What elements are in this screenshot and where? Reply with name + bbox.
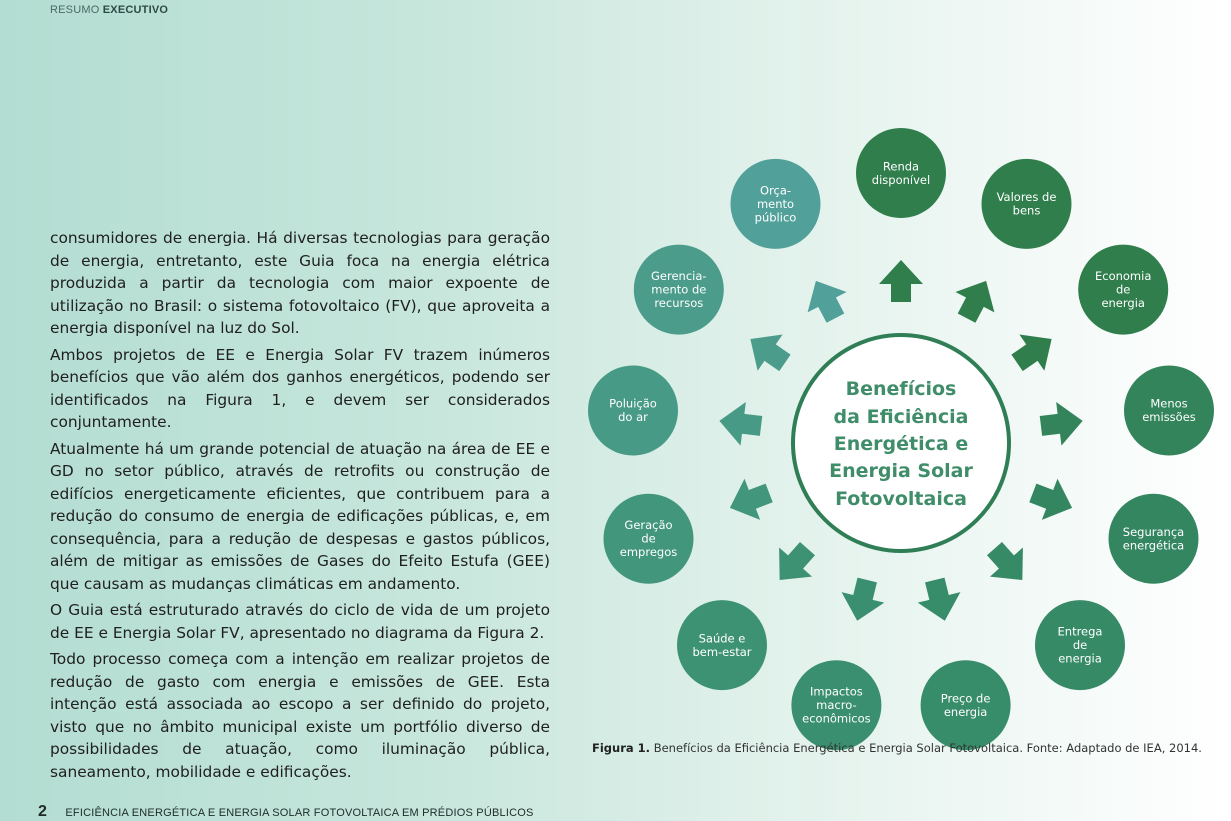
benefit-label-line: Entrega [1058,625,1103,639]
benefit-circle [677,600,767,691]
benefit-label-line: emissões [1142,410,1196,424]
benefit-label-line: bens [1013,204,1041,218]
benefit-label-line: Preço de [941,691,991,705]
benefit-label-line: Impactos [810,685,863,699]
page-footer: 2 EFICIÊNCIA ENERGÉTICA E ENERGIA SOLAR … [38,803,534,821]
center-title-line-2: da Eficiência [834,406,969,428]
caption-text: Benefícios da Eficiência Energética e En… [653,741,1202,755]
footer-title: EFICIÊNCIA ENERGÉTICA E ENERGIA SOLAR FO… [65,807,534,819]
arrow-5 [987,541,1023,581]
arrow-7 [841,577,885,621]
benefit-label-line: energia [1101,296,1145,310]
benefit-circle [603,493,694,584]
benefit-circle [730,158,821,249]
benefit-label-line: Poluição [609,397,657,411]
arrow-6 [917,577,961,621]
arrow-8 [779,541,815,581]
arrow-4 [1029,478,1073,520]
benefit-label-line: mento de [651,283,706,297]
benefit-label-line: Saúde e [699,631,746,645]
benefit-label-line: Valores de [997,190,1057,204]
header-title: EXECUTIVO [102,4,169,16]
benefit-circle [1078,244,1169,335]
benefit-label-line: Gerencia- [651,269,707,283]
paragraph-3: Atualmente há um grande potencial de atu… [50,439,550,593]
benefit-label-line: de [1073,638,1087,652]
benefit-label-line: Geração [624,518,672,532]
arrows-layer [719,260,1083,621]
benefit-label-line: mento [757,197,794,211]
running-header: RESUMO EXECUTIVO [50,4,168,16]
benefit-label-line: recursos [654,296,703,310]
benefit-label-line: Economia [1095,269,1151,283]
benefit-label-line: energia [1058,652,1102,666]
paragraph-2: Ambos projetos de EE e Energia Solar FV … [50,345,550,432]
paragraph-4: O Guia está estruturado através do ciclo… [50,601,550,642]
center-title-line-3: Energética e [834,433,968,455]
caption-label: Figura 1. [592,741,651,755]
arrow-2 [1011,334,1052,372]
benefit-circle [856,128,946,218]
arrow-1 [955,280,995,323]
benefit-label-line: macro- [816,698,856,712]
center-title-line-4: Energia Solar [829,460,973,482]
benefit-label-line: Orça- [760,183,791,197]
benefit-label-line: econômicos [802,712,871,726]
center-title-line-1: Benefícios [846,378,957,400]
benefit-label-line: empregos [620,545,677,559]
benefit-label-line: de [641,532,655,546]
paragraph-5: Todo processo começa com a intenção em r… [50,650,550,781]
benefit-circle [791,660,882,751]
benefit-label-line: Segurança [1123,525,1184,539]
benefit-label-line: energética [1123,539,1184,553]
arrow-9 [729,478,773,520]
arrow-12 [807,280,847,323]
figure-caption: Figura 1. Benefícios da Eficiência Energ… [592,741,1202,755]
center-title-line-5: Fotovoltaica [835,488,967,510]
arrow-11 [750,334,791,372]
paragraph-1: consumidores de energia. Há diversas tec… [50,229,550,337]
arrow-3 [1039,401,1083,446]
arrow-0 [879,260,923,302]
benefit-label-line: público [755,210,797,224]
benefit-circle [633,244,724,335]
benefit-label-line: Renda [883,159,919,173]
page-number: 2 [38,803,47,820]
header-section: RESUMO [50,4,100,16]
benefit-label-line: energia [944,705,988,719]
benefit-circle [1124,365,1214,456]
benefit-label-line: disponível [872,173,930,187]
center-circle [791,333,1011,553]
benefit-circle [981,158,1072,249]
benefit-circle [588,365,678,456]
center-layer: Benefícios da Eficiência Energética e En… [791,333,1011,553]
benefit-circle [920,660,1011,751]
benefit-label-line: Menos [1150,397,1187,411]
arrow-10 [719,401,763,446]
benefit-label-line: do ar [618,410,648,424]
benefit-circle [1108,493,1199,584]
benefit-circle [1035,600,1125,691]
benefit-label-line: bem-estar [692,645,751,659]
body-text: consumidores de energia. Há diversas tec… [50,227,550,787]
benefit-label-line: de [1116,283,1130,297]
